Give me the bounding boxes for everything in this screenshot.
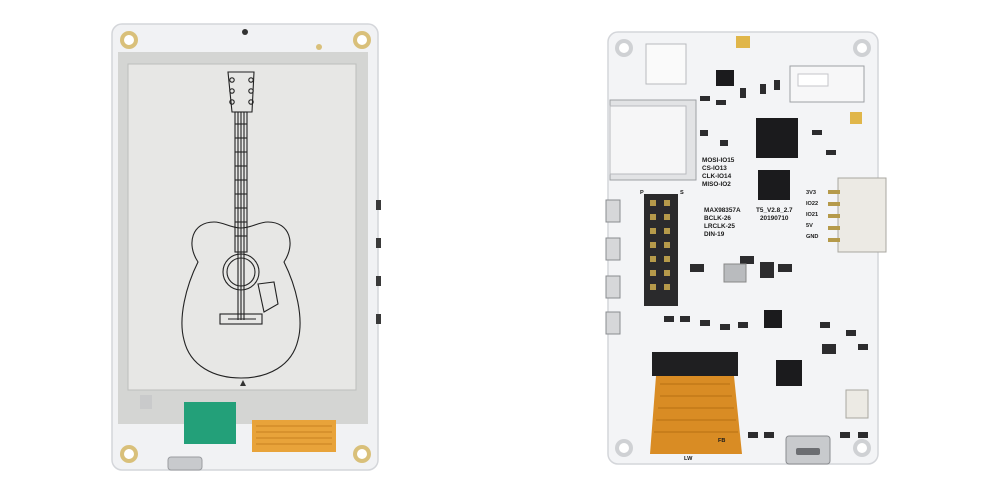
silk-audio-chip: MAX98357A [704,207,741,214]
fpc-connector [652,352,738,376]
triangle-mark [240,380,246,386]
back-flex-cable [650,376,742,454]
silk-flex-fb: FB [718,438,725,444]
small-connector [845,389,869,419]
silk-flex-lw: LW [684,456,693,462]
silk-audio-1: LRCLK-25 [704,223,735,230]
antenna-connector [850,112,862,124]
silk-power-1: IO22 [806,201,818,207]
mounting-holes-back [615,39,871,457]
silk-header-s: S [680,190,684,196]
header-pins [650,200,670,290]
back-flex-traces [654,383,738,433]
audio-amp-chip [776,360,802,386]
silk-power-2: IO21 [806,212,818,218]
speaker-pad [645,43,687,85]
silk-version: T5_V2.8_2.7 [756,207,793,214]
silk-audio-0: BCLK-26 [704,215,731,222]
flex-traces [256,425,332,445]
passive-components [664,80,868,438]
silk-spi-1: CS-IO13 [702,165,727,172]
silk-spi-2: CLK-IO14 [702,173,732,180]
jst-connector [837,177,887,253]
front-usb-port [167,456,203,471]
secondary-chip [758,170,790,200]
button-switch [764,310,782,328]
pin-header [644,194,678,306]
front-flex-cable [252,420,336,452]
silk-power-3: 5V [806,223,813,229]
silk-audio-2: DIN-19 [704,231,725,238]
silk-spi-0: MOSI-IO15 [702,157,735,164]
side-buttons [376,200,381,324]
silk-spi-3: MISO-IO2 [702,181,731,188]
epaper-screen [127,63,357,391]
crystal [723,263,747,283]
silk-power-0: 3V3 [806,190,816,196]
green-tab [184,402,236,444]
silk-power-4: GND [806,234,818,240]
small-pad [140,395,152,409]
silk-header-p: P [640,190,644,196]
jst-pins [828,190,840,242]
gold-pad [736,36,750,48]
silk-date: 20190710 [760,215,789,222]
small-chip-top [716,70,734,86]
back-side-buttons [605,199,621,335]
guitar-illustration [181,71,301,379]
mounting-holes-front [120,29,371,463]
main-mcu-chip [756,118,798,158]
